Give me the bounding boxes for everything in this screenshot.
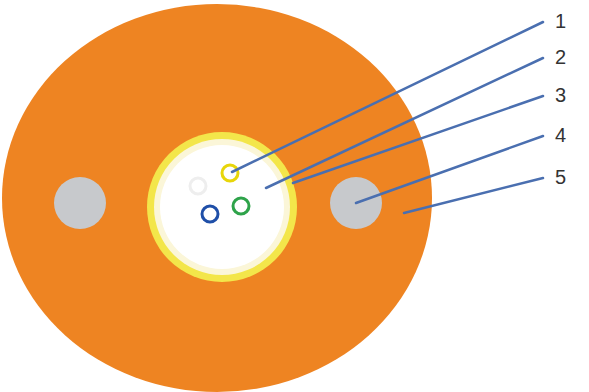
- leader-line: [356, 136, 543, 203]
- tube-ring: [147, 132, 297, 282]
- tube-core: [160, 145, 284, 269]
- tube-layer: [154, 139, 290, 275]
- callout-number: 5: [555, 166, 566, 188]
- callout-number: 1: [555, 10, 566, 32]
- callout-number: 4: [555, 124, 566, 146]
- fiber-yellow: [222, 165, 238, 181]
- leader-line: [266, 58, 543, 188]
- leader-line: [293, 96, 543, 183]
- callout-number: 3: [555, 84, 566, 106]
- fiber-blue: [202, 206, 218, 222]
- fiber-white: [190, 178, 206, 194]
- strength-member: [54, 177, 106, 229]
- fiber-green: [233, 198, 249, 214]
- leader-line: [404, 178, 543, 213]
- callout-number: 2: [555, 46, 566, 68]
